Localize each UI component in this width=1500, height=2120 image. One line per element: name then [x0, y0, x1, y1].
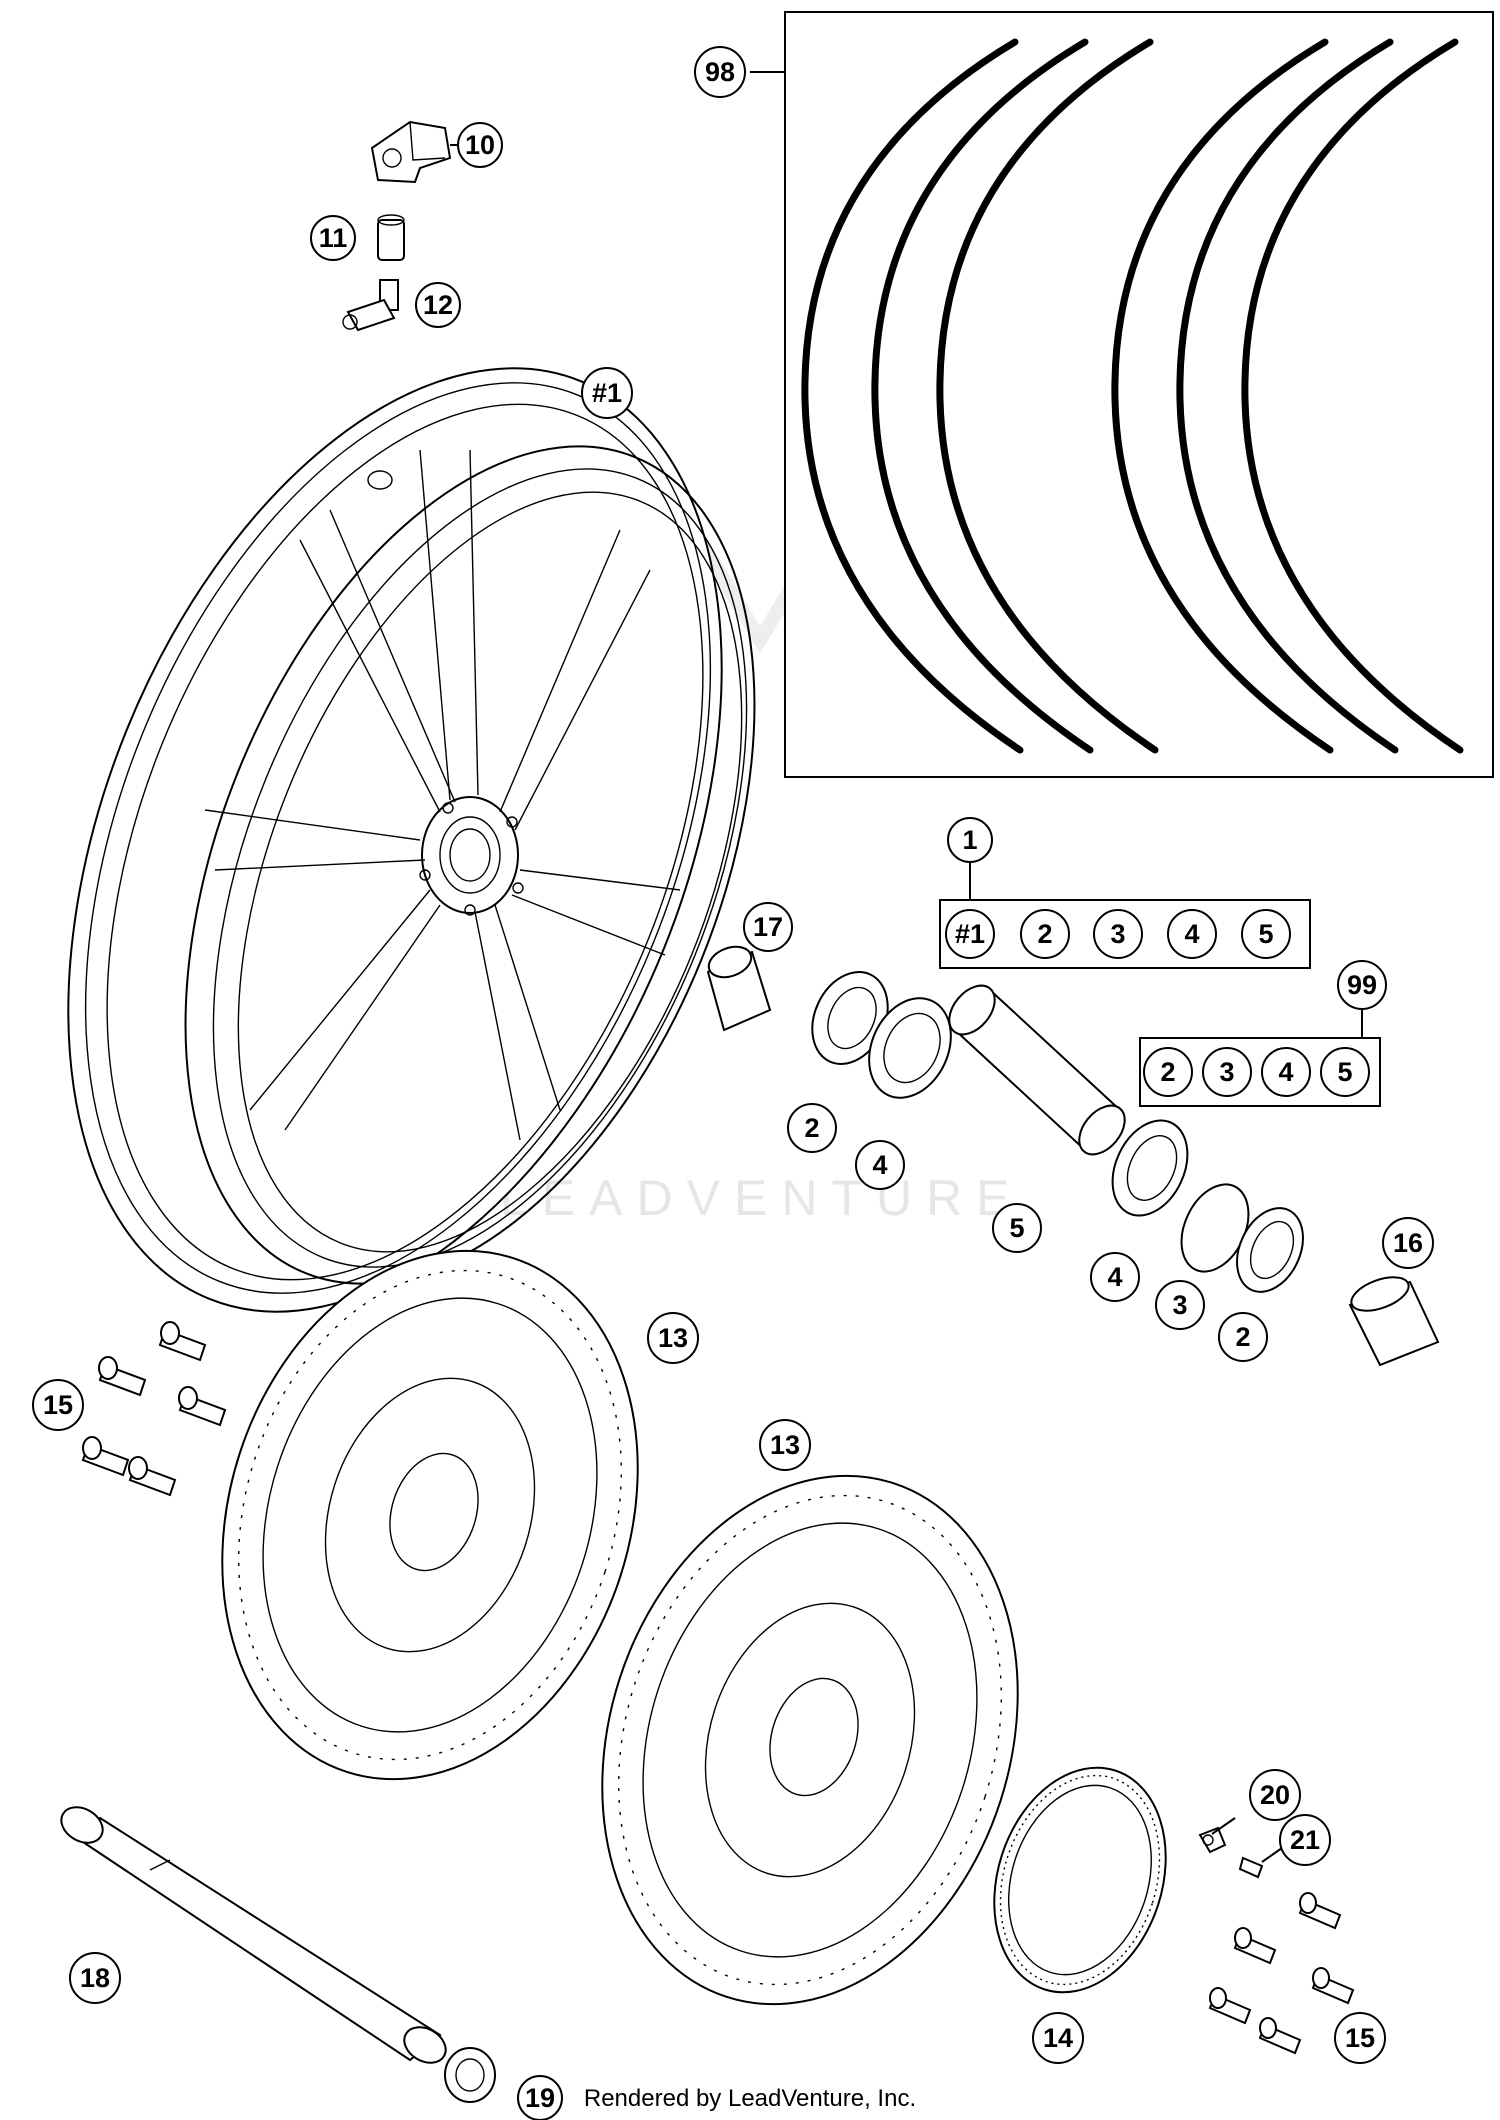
callout-17: 17	[743, 902, 793, 952]
svg-text:1: 1	[962, 825, 977, 855]
svg-text:3: 3	[1172, 1290, 1187, 1320]
front-wheel	[67, 367, 756, 1313]
svg-text:98: 98	[705, 57, 735, 87]
callout-kit99-item-2: 4	[1261, 1047, 1311, 1097]
svg-text:15: 15	[1345, 2023, 1375, 2053]
bearing-4a	[868, 997, 952, 1099]
callout-98: 98	[694, 46, 746, 98]
callout-21: 21	[1279, 1814, 1331, 1866]
callout-15-left: 15	[32, 1379, 84, 1431]
svg-text:5: 5	[1009, 1213, 1024, 1243]
sensor-sleeve	[377, 214, 405, 261]
callout-wheel: #1	[581, 367, 633, 419]
callout-kit99-item-3: 5	[1320, 1047, 1370, 1097]
distance-sleeve-5	[948, 984, 1126, 1156]
footer-credit: Rendered by LeadVenture, Inc.	[583, 2085, 917, 2112]
sensor-screw-21	[1238, 1856, 1264, 1879]
svg-text:12: 12	[423, 290, 453, 320]
svg-text:10: 10	[465, 130, 495, 160]
callout-kit1-item-3: 4	[1167, 909, 1217, 959]
svg-text:21: 21	[1290, 1825, 1320, 1855]
callout-18: 18	[69, 1952, 121, 2004]
callout-kit1-item-4: 5	[1241, 909, 1291, 959]
callout-kit99-item-0: 2	[1143, 1047, 1193, 1097]
callout-16: 16	[1382, 1217, 1434, 1269]
seal-2b	[1236, 1207, 1304, 1293]
abs-sensor-ring	[993, 1766, 1167, 1994]
svg-text:15: 15	[43, 1390, 73, 1420]
svg-text:4: 4	[1184, 919, 1199, 949]
callout-14: 14	[1032, 2012, 1084, 2064]
svg-text:17: 17	[753, 912, 783, 942]
svg-text:#1: #1	[592, 378, 622, 408]
svg-text:16: 16	[1393, 1228, 1423, 1258]
callout-3: 3	[1155, 1280, 1205, 1330]
callout-kit1-item-0: #1	[945, 909, 995, 959]
callout-5: 5	[992, 1203, 1042, 1253]
callout-kit99-item-1: 3	[1202, 1047, 1252, 1097]
svg-text:2: 2	[1037, 919, 1052, 949]
callout-kit1-item-1: 2	[1020, 909, 1070, 959]
spacer-17	[706, 945, 772, 1032]
svg-text:20: 20	[1260, 1780, 1290, 1810]
disc-bolts-left	[81, 1321, 227, 1497]
svg-text:19: 19	[525, 2083, 555, 2113]
callout-99: 99	[1337, 960, 1387, 1010]
callout-11: 11	[310, 215, 356, 261]
bearing-4b	[1111, 1119, 1189, 1217]
callout-10: 10	[457, 122, 503, 168]
brake-disc-left	[221, 1249, 639, 1781]
svg-text:4: 4	[872, 1150, 887, 1180]
callout-12: 12	[415, 282, 461, 328]
svg-text:14: 14	[1043, 2023, 1073, 2053]
svg-text:5: 5	[1337, 1057, 1352, 1087]
wheel-spindle	[60, 1806, 447, 2064]
callout-2a: 2	[787, 1103, 837, 1153]
callout-20: 20	[1249, 1769, 1301, 1821]
svg-text:13: 13	[770, 1430, 800, 1460]
sensor-valve	[342, 279, 399, 332]
spacer-16	[1348, 1276, 1440, 1367]
brake-disc-right	[601, 1474, 1019, 2006]
svg-text:5: 5	[1258, 919, 1273, 949]
callout-kit1-item-2: 3	[1093, 909, 1143, 959]
svg-text:2: 2	[1235, 1322, 1250, 1352]
callout-13a: 13	[647, 1312, 699, 1364]
callout-4b: 4	[1090, 1252, 1140, 1302]
svg-text:99: 99	[1347, 970, 1377, 1000]
svg-text:LEADVENTURE: LEADVENTURE	[500, 1170, 1024, 1226]
abs-sensor-20	[1198, 1826, 1227, 1854]
disc-bolts-right	[1208, 1892, 1355, 2055]
svg-text:#1: #1	[955, 919, 985, 949]
svg-text:3: 3	[1219, 1057, 1234, 1087]
svg-text:4: 4	[1278, 1057, 1293, 1087]
callout-13b: 13	[759, 1419, 811, 1471]
svg-text:3: 3	[1110, 919, 1125, 949]
callout-1: 1	[947, 817, 993, 863]
svg-text:4: 4	[1107, 1262, 1122, 1292]
callout-15-right: 15	[1334, 2012, 1386, 2064]
tire-pressure-sensor	[370, 120, 452, 184]
svg-text:2: 2	[804, 1113, 819, 1143]
svg-text:11: 11	[319, 223, 348, 253]
axle-nut	[444, 2047, 496, 2103]
callout-4a: 4	[855, 1140, 905, 1190]
callout-2b: 2	[1218, 1312, 1268, 1362]
callout-19: 19	[517, 2075, 563, 2120]
svg-text:18: 18	[80, 1963, 110, 1993]
svg-text:2: 2	[1160, 1057, 1175, 1087]
svg-text:13: 13	[658, 1323, 688, 1353]
rim-tape-set	[784, 11, 1494, 778]
